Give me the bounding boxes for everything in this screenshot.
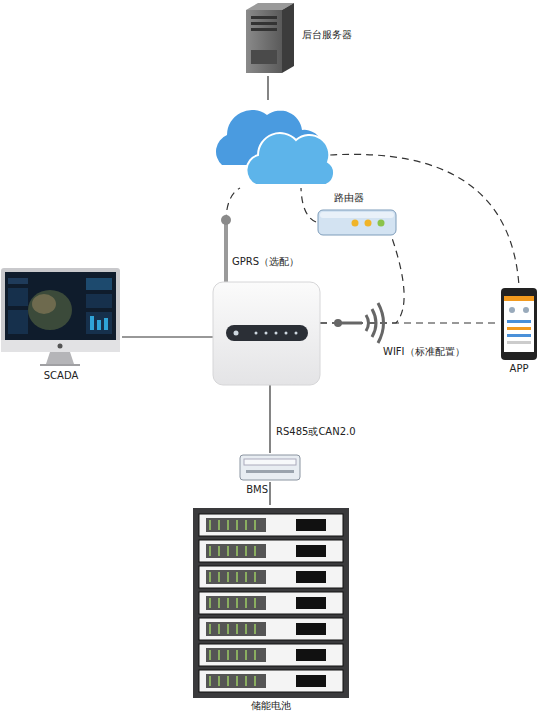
server-icon — [246, 3, 294, 73]
wireless-link — [320, 238, 404, 323]
scada-monitor — [1, 268, 120, 366]
battery-drawer — [199, 644, 343, 666]
link-label: RS485或CAN2.0 — [275, 426, 357, 438]
node-label: 储能电池 — [251, 700, 291, 711]
battery-rack — [193, 508, 349, 698]
diagram-node — [213, 282, 320, 385]
diagram-node: APP — [499, 286, 539, 362]
wireless-link — [301, 188, 316, 222]
wired-link — [269, 482, 270, 505]
cloud-icon — [216, 110, 334, 185]
wireless-link — [320, 322, 499, 323]
wired-link — [122, 336, 213, 337]
battery-drawer — [199, 592, 343, 614]
gateway-device — [213, 282, 320, 385]
router-icon — [318, 210, 396, 235]
node-label: BMS — [246, 484, 268, 496]
node-label: 路由器 — [334, 192, 364, 204]
bms-box — [240, 455, 300, 480]
node-label: SCADA — [44, 370, 79, 382]
antenna — [221, 215, 231, 282]
node-label: APP — [510, 363, 529, 375]
diagram-node — [213, 100, 338, 188]
link-label: GPRS（选配） — [231, 256, 300, 268]
node-label: 后台服务器 — [302, 29, 352, 41]
diagram-node: 储能电池 — [190, 505, 352, 699]
phone — [501, 288, 537, 360]
battery-drawer — [199, 514, 343, 536]
battery-drawer — [199, 618, 343, 640]
diagram-node: 后台服务器 — [240, 2, 356, 76]
wifi-symbol — [334, 303, 384, 343]
wired-link — [267, 76, 268, 100]
diagram-node: 路由器 — [316, 206, 400, 238]
battery-drawer — [199, 566, 343, 588]
wired-link — [269, 385, 270, 453]
battery-drawer — [199, 540, 343, 562]
link-label: WIFI（标准配置） — [382, 346, 466, 358]
diagram-node: SCADA — [0, 266, 122, 368]
battery-drawer — [199, 670, 343, 692]
diagram-node: BMS — [238, 453, 302, 482]
